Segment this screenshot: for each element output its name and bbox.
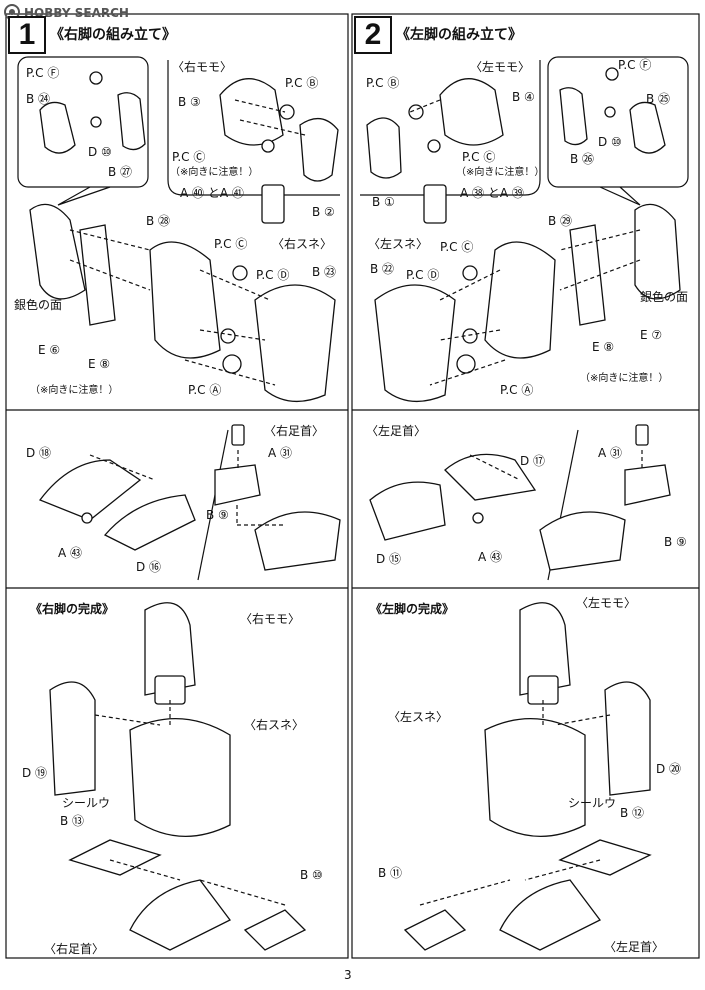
part-label: 銀色の面 [640,290,689,304]
step2-frame [351,13,700,959]
part-label: A ㉛ [268,446,293,460]
step1-title: 《右脚の組み立て》 [50,27,176,43]
part-note: （※向きに注意！） [456,167,545,178]
part-label: B ⑫ [620,806,645,820]
part-label: 〈右スネ〉 [244,718,305,732]
part-label: D ⑰ [520,454,546,468]
part-label: P.C Ⓒ [440,240,474,254]
step1-number: 1 [8,16,46,54]
part-label: 〈左スネ〉 [388,710,449,724]
step2-inset-frame [547,56,689,188]
part-label: A ㊸ [478,550,503,564]
part-label: B ㉗ [108,165,133,179]
part-label: P.C Ⓓ [406,268,440,282]
part-label: P.C Ⓒ [214,237,248,251]
part-label: B ⑪ [378,866,403,880]
part-label: A ㉛ [598,446,623,460]
part-label: B ㉒ [370,262,395,276]
part-note: （※向きに注意！） [580,373,669,384]
part-label: E ⑧ [88,357,111,371]
part-label: E ⑥ [38,343,61,357]
step1-complete-title: 《右脚の完成》 [30,602,115,616]
page-number: 3 [344,968,352,982]
part-label: シールウ [568,796,617,810]
part-label: B ⑨ [664,535,687,549]
step2-title: 《左脚の組み立て》 [396,27,522,43]
part-label: B ② [312,205,335,219]
step1-shin-title: 〈右スネ〉 [272,237,333,251]
part-label: D ⑩ [88,145,112,159]
step1-inset-frame [17,56,149,188]
step2-shin-title: 〈左スネ〉 [368,237,429,251]
part-note: （※向きに注意！） [30,385,119,396]
part-label: B ⑨ [206,508,229,522]
part-label: D ⑱ [26,446,52,460]
part-label: P.C Ⓒ [462,150,496,164]
part-label: P.C Ⓕ [26,66,60,80]
step2-complete-title: 《左脚の完成》 [370,602,455,616]
part-label: B ⑩ [300,868,323,882]
part-label: P.C Ⓕ [618,58,652,72]
part-label: B ① [372,195,395,209]
part-label: D ⑩ [598,135,622,149]
part-label: シールウ [62,796,111,810]
step2-thigh-title: 〈左モモ〉 [470,60,531,74]
part-label: B ㉙ [548,214,573,228]
part-label: A ㊵ とA ㊶ [180,186,244,200]
part-label: P.C Ⓐ [500,383,534,397]
part-label: B ㉘ [146,214,171,228]
part-label: A ㊳ とA ㊴ [460,186,524,200]
part-label: A ㊸ [58,546,83,560]
part-label: B ㉓ [312,265,337,279]
step2-number: 2 [354,16,392,54]
part-note: （※向きに注意！） [170,167,259,178]
part-label: P.C Ⓒ [172,150,206,164]
part-label: 銀色の面 [14,298,63,312]
part-label: 〈左足首〉 [604,940,665,954]
part-label: B ④ [512,90,535,104]
part-label: P.C Ⓑ [285,76,319,90]
part-label: B ⑬ [60,814,85,828]
part-label: E ⑦ [640,328,663,342]
step1-thigh-title: 〈右モモ〉 [172,60,233,74]
part-label: P.C Ⓑ [366,76,400,90]
part-label: E ⑧ [592,340,615,354]
part-label: P.C Ⓓ [256,268,290,282]
part-label: B ㉔ [26,92,51,106]
part-label: D ⑯ [136,560,162,574]
step1-ankle-title: 〈右足首〉 [264,424,325,438]
part-label: 〈左モモ〉 [576,596,637,610]
part-label: 〈右モモ〉 [240,612,301,626]
logo-text: HOBBY SEARCH [24,6,129,20]
part-label: B ③ [178,95,201,109]
part-label: D ⑳ [656,762,682,776]
part-label: D ⑲ [22,766,48,780]
part-label: P.C Ⓐ [188,383,222,397]
step2-ankle-title: 〈左足首〉 [366,424,427,438]
part-label: 〈右足首〉 [44,942,105,956]
part-label: B ㉖ [570,152,595,166]
part-label: D ⑮ [376,552,402,566]
hobbysearch-logo: HOBBY SEARCH [4,4,129,20]
step1-frame [5,13,349,959]
part-label: B ㉕ [646,92,671,106]
